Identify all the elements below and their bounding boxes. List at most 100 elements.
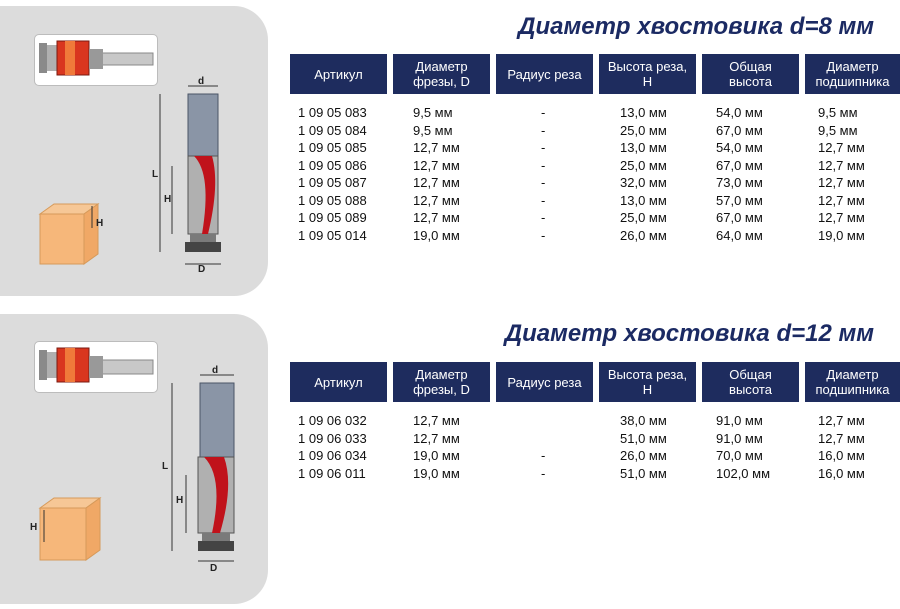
cell-bearing-diameter: 12,7 мм <box>818 210 865 225</box>
cell-article: 1 09 06 033 <box>298 430 367 446</box>
cell-bearing-diameter: 16,0 мм <box>818 448 865 463</box>
cell-bearing-diameter: 12,7 мм <box>818 175 865 190</box>
header-cut-radius: Радиус реза <box>496 362 593 402</box>
cell-cut-height: 13,0 мм <box>620 140 667 155</box>
cell-article: 1 09 05 085 <box>298 140 367 155</box>
cell-total-height: 54,0 мм <box>716 105 763 120</box>
cell-cut-radius: - <box>541 122 546 138</box>
cell-cutter-diameter: 12,7 мм <box>413 192 460 208</box>
cell-cutter-diameter: 12,7 мм <box>413 430 460 446</box>
router-bit-photo <box>34 341 158 393</box>
cell-cutter-diameter: 9,5 мм <box>413 105 453 120</box>
cell-cutter-diameter: 9,5 мм <box>413 122 453 138</box>
cell-article: 1 09 05 014 <box>298 227 367 243</box>
cell-cut-height: 26,0 мм <box>620 448 667 463</box>
header-cutter-diameter: Диаметр фрезы, D <box>393 362 490 402</box>
cell-cut-radius: - <box>541 465 546 481</box>
router-bit-drawing: d L H D <box>152 76 221 275</box>
cell-cutter-diameter: 12,7 мм <box>413 210 460 225</box>
header-total-height: Общая высота <box>702 54 799 94</box>
cell-total-height: 102,0 мм <box>716 465 771 481</box>
diameter-label: D <box>210 563 217 574</box>
cell-article: 1 09 05 083 <box>298 105 367 120</box>
cell-cutter-diameter: 19,0 мм <box>413 227 460 243</box>
cell-cut-radius: - <box>541 157 546 173</box>
cell-article: 1 09 05 086 <box>298 157 367 173</box>
cell-article: 1 09 05 088 <box>298 192 367 208</box>
cell-cut-radius: - <box>541 140 546 155</box>
cell-total-height: 70,0 мм <box>716 448 763 463</box>
router-bit-photo-icon <box>39 40 154 76</box>
cell-cut-height: 38,0 мм <box>620 413 667 428</box>
cell-cut-radius: - <box>541 175 546 190</box>
cell-cutter-diameter: 12,7 мм <box>413 175 460 190</box>
cell-bearing-diameter: 12,7 мм <box>818 192 865 208</box>
cell-cut-height: 25,0 мм <box>620 210 667 225</box>
cell-bearing-diameter: 9,5 мм <box>818 122 858 138</box>
cell-total-height: 67,0 мм <box>716 122 763 138</box>
cell-cut-height: 25,0 мм <box>620 122 667 138</box>
cell-article: 1 09 05 087 <box>298 175 367 190</box>
cell-cut-radius: - <box>541 448 546 463</box>
section-title: Диаметр хвостовика d=8 мм <box>518 13 874 40</box>
cell-total-height: 54,0 мм <box>716 140 763 155</box>
section-title: Диаметр хвостовика d=12 мм <box>504 320 874 347</box>
header-cut-height: Высота реза, H <box>599 54 696 94</box>
header-article: Артикул <box>290 362 387 402</box>
cell-bearing-diameter: 12,7 мм <box>818 157 865 173</box>
cell-cut-height: 26,0 мм <box>620 227 667 243</box>
cell-article: 1 09 06 034 <box>298 448 367 463</box>
cell-cut-radius: - <box>541 105 546 120</box>
cell-bearing-diameter: 19,0 мм <box>818 227 865 243</box>
router-bit-drawing: d L H D <box>162 365 235 574</box>
wood-block-drawing: H <box>30 497 102 561</box>
shank-label: d <box>212 365 218 376</box>
cell-total-height: 91,0 мм <box>716 430 763 446</box>
block-height-label: H <box>30 522 37 533</box>
header-bearing-diameter: Диаметр подшипника <box>805 54 900 94</box>
cell-bearing-diameter: 12,7 мм <box>818 140 865 155</box>
height-label: H <box>164 194 171 205</box>
header-cut-height: Высота реза, H <box>599 362 696 402</box>
cell-total-height: 73,0 мм <box>716 175 763 190</box>
header-total-height: Общая высота <box>702 362 799 402</box>
cell-article: 1 09 05 084 <box>298 122 367 138</box>
cell-cut-height: 51,0 мм <box>620 465 667 481</box>
cell-total-height: 64,0 мм <box>716 227 763 243</box>
cell-cut-height: 13,0 мм <box>620 105 667 120</box>
cell-cutter-diameter: 19,0 мм <box>413 448 460 463</box>
cell-cutter-diameter: 12,7 мм <box>413 157 460 173</box>
cell-cutter-diameter: 12,7 мм <box>413 140 460 155</box>
cell-cut-height: 51,0 мм <box>620 430 667 446</box>
length-label: L <box>162 461 168 472</box>
cell-cutter-diameter: 12,7 мм <box>413 413 460 428</box>
header-article: Артикул <box>290 54 387 94</box>
cell-bearing-diameter: 9,5 мм <box>818 105 858 120</box>
cell-bearing-diameter: 12,7 мм <box>818 430 865 446</box>
shank-label: d <box>198 76 204 87</box>
cell-article: 1 09 05 089 <box>298 210 367 225</box>
router-bit-photo-icon <box>39 347 154 383</box>
length-label: L <box>152 169 158 180</box>
header-cut-radius: Радиус реза <box>496 54 593 94</box>
header-bearing-diameter: Диаметр подшипника <box>805 362 900 402</box>
cell-article: 1 09 06 032 <box>298 413 367 428</box>
cell-cut-height: 32,0 мм <box>620 175 667 190</box>
cell-cutter-diameter: 19,0 мм <box>413 465 460 481</box>
cell-total-height: 67,0 мм <box>716 157 763 173</box>
cell-total-height: 91,0 мм <box>716 413 763 428</box>
cell-bearing-diameter: 12,7 мм <box>818 413 865 428</box>
header-cutter-diameter: Диаметр фрезы, D <box>393 54 490 94</box>
router-bit-photo <box>34 34 158 86</box>
diameter-label: D <box>198 264 205 275</box>
cell-cut-radius: - <box>541 227 546 243</box>
cell-total-height: 67,0 мм <box>716 210 763 225</box>
cell-cut-height: 25,0 мм <box>620 157 667 173</box>
block-height-label: H <box>96 218 103 229</box>
height-label: H <box>176 495 183 506</box>
cell-cut-height: 13,0 мм <box>620 192 667 208</box>
cell-bearing-diameter: 16,0 мм <box>818 465 865 481</box>
cell-cut-radius: - <box>541 192 546 208</box>
cell-cut-radius: - <box>541 210 546 225</box>
cell-total-height: 57,0 мм <box>716 192 763 208</box>
